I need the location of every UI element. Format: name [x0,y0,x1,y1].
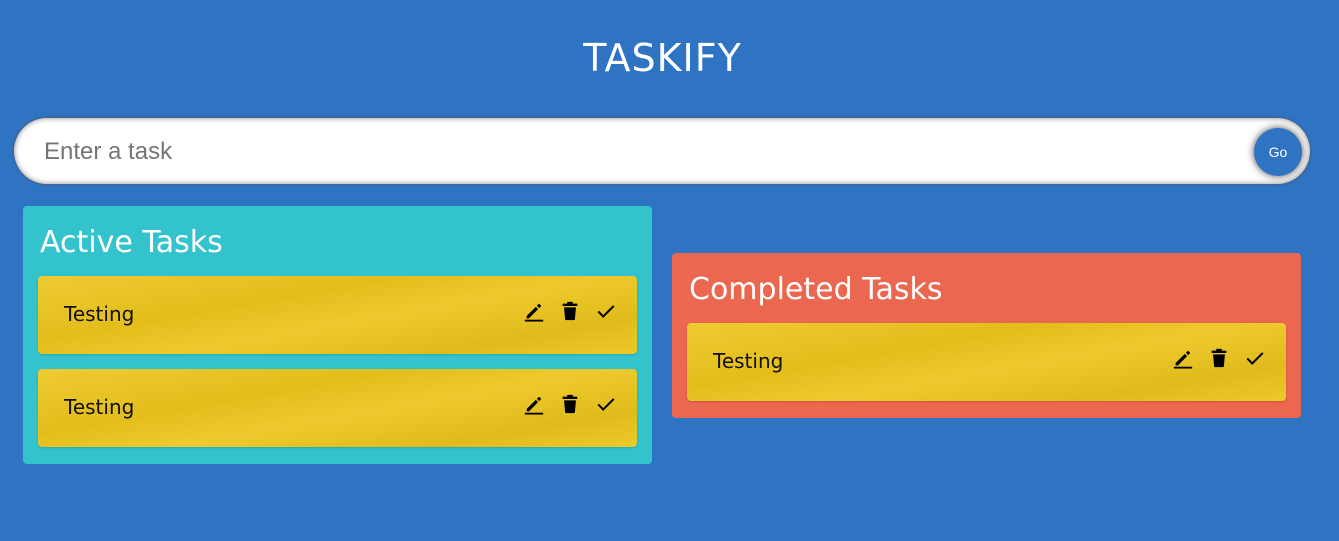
task-text: Testing [64,395,135,419]
task-actions [523,393,617,415]
completed-tasks-column: Completed Tasks Testing [672,253,1301,418]
edit-icon[interactable] [523,393,545,415]
done-icon[interactable] [595,300,617,322]
delete-icon[interactable] [1208,347,1230,369]
task-input[interactable] [42,130,1226,174]
task-card[interactable]: Testing [687,323,1286,401]
done-icon[interactable] [595,393,617,415]
delete-icon[interactable] [559,300,581,322]
task-actions [1172,347,1266,369]
go-button[interactable]: Go [1254,128,1302,176]
active-tasks-column: Active Tasks Testing Testing [23,206,652,464]
task-card[interactable]: Testing [38,276,637,354]
edit-icon[interactable] [1172,347,1194,369]
app-title: TASKIFY [583,36,742,80]
task-actions [523,300,617,322]
task-input-form: Go [14,118,1310,184]
active-tasks-heading: Active Tasks [40,225,223,260]
completed-tasks-heading: Completed Tasks [689,272,943,307]
done-icon[interactable] [1244,347,1266,369]
task-text: Testing [713,349,784,373]
task-card[interactable]: Testing [38,369,637,447]
edit-icon[interactable] [523,300,545,322]
task-text: Testing [64,302,135,326]
delete-icon[interactable] [559,393,581,415]
